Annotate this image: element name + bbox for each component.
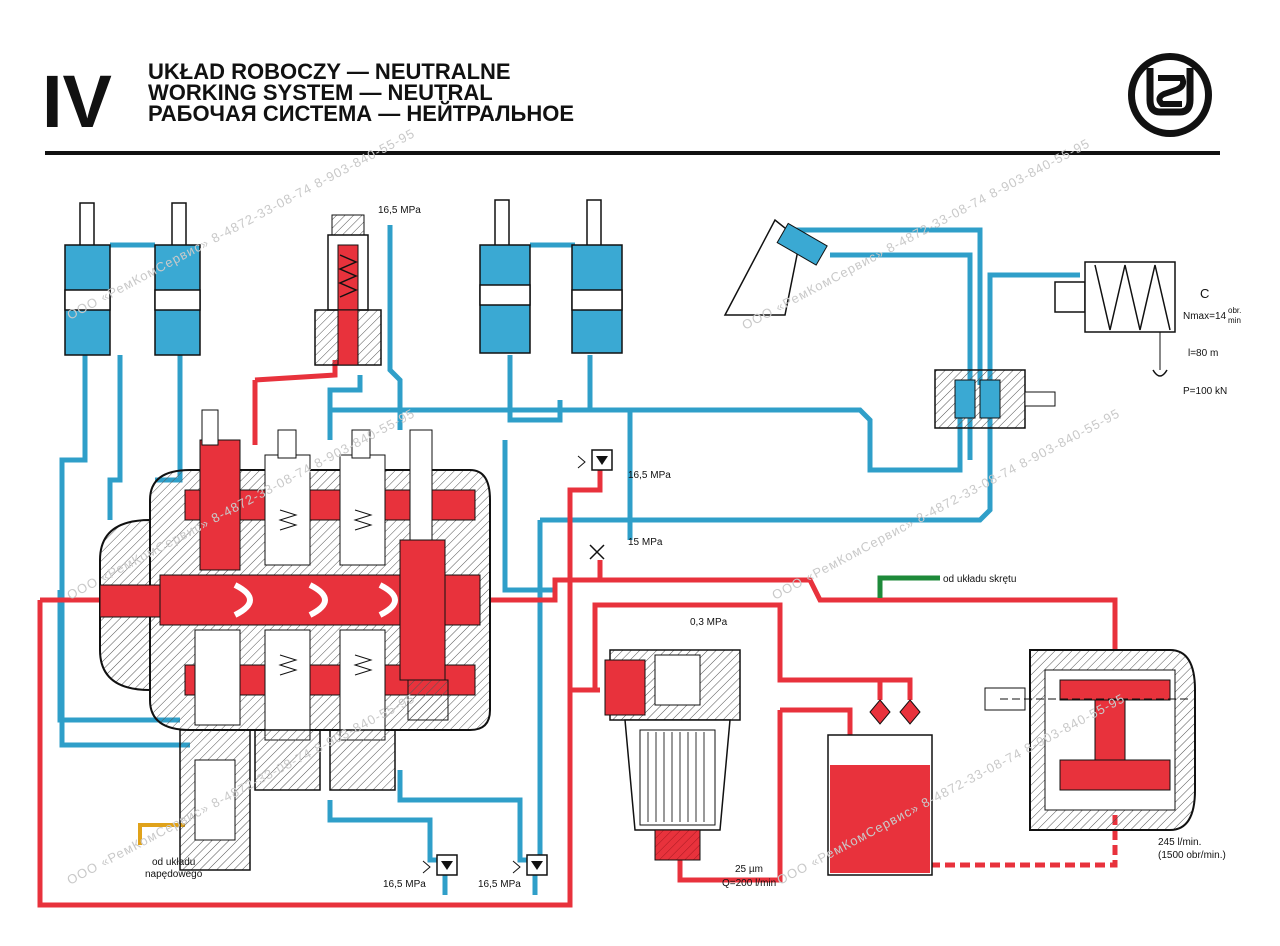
winch-nmax-label: Nmax=14 bbox=[1183, 311, 1227, 322]
drive-supply-line bbox=[138, 823, 185, 845]
winch-length-label: l=80 m bbox=[1188, 348, 1218, 359]
drive-supply-label-1: od układu bbox=[152, 857, 195, 868]
return-lines bbox=[57, 225, 1080, 895]
tank-breather-icon bbox=[869, 699, 921, 725]
drive-supply-label-2: napędowego bbox=[145, 869, 203, 880]
control-valve-block bbox=[99, 409, 491, 741]
oil-tank bbox=[827, 699, 933, 876]
stalowa-wola-logo-icon bbox=[1128, 53, 1212, 137]
relief-cross-label: 15 MPa bbox=[628, 537, 663, 548]
winch-c-label: C bbox=[1200, 286, 1209, 301]
pressure-lines bbox=[37, 360, 1118, 908]
relief-bottom-right-label: 16,5 MPa bbox=[478, 879, 521, 890]
hydraulic-pump: 245 l/min. (1500 obr/min.) bbox=[984, 649, 1226, 861]
winch-drum: C Nmax=14 obr. min l=80 m P=100 kN bbox=[1054, 261, 1241, 397]
title-polish: UKŁAD ROBOCZY — NEUTRALNE bbox=[148, 59, 511, 84]
header: IV UKŁAD ROBOCZY — NEUTRALNE WORKING SYS… bbox=[42, 53, 1220, 155]
steering-supply-line bbox=[877, 575, 940, 598]
filter-mesh-label: 25 µm bbox=[735, 864, 763, 875]
steer-supply-label: od układu skrętu bbox=[943, 574, 1016, 585]
section-numeral: IV bbox=[42, 60, 112, 143]
pump-flow-label-2: (1500 obr/min.) bbox=[1158, 850, 1226, 861]
winch-cylinder bbox=[934, 369, 1056, 429]
bucket-icon bbox=[723, 218, 828, 316]
relief-right-label: 16,5 MPa bbox=[628, 470, 671, 481]
relief-top-label: 16,5 MPa bbox=[378, 205, 421, 216]
cylinder-left-2 bbox=[154, 202, 201, 356]
check-valve-bottom-left: 16,5 MPa bbox=[383, 854, 458, 890]
return-filter: 0,3 MPa 25 µm Q=200 l/min bbox=[604, 617, 776, 889]
relief-bottom-left-label: 16,5 MPa bbox=[383, 879, 426, 890]
pump-flow-label-1: 245 l/min. bbox=[1158, 837, 1201, 848]
title-russian: РАБОЧАЯ СИСТЕМА — НЕЙТРАЛЬНОЕ bbox=[148, 101, 574, 126]
header-rule bbox=[45, 151, 1220, 155]
lower-spool-housings bbox=[179, 729, 396, 871]
filter-flow-label: Q=200 l/min bbox=[722, 878, 776, 889]
check-valve-right: 16,5 MPa bbox=[577, 449, 671, 481]
winch-nmax-unit-bottom: min bbox=[1228, 316, 1241, 325]
winch-force-label: P=100 kN bbox=[1183, 386, 1227, 397]
cylinder-right-1 bbox=[479, 199, 531, 354]
cylinder-right-2 bbox=[571, 199, 623, 354]
winch-nmax-unit-top: obr. bbox=[1228, 306, 1241, 315]
check-valve-bottom-right: 16,5 MPa bbox=[478, 854, 548, 890]
filter-pressure-label: 0,3 MPa bbox=[690, 617, 728, 628]
cylinder-left-1 bbox=[64, 202, 111, 356]
title-english: WORKING SYSTEM — NEUTRAL bbox=[148, 80, 493, 105]
cross-relief-valve: 15 MPa bbox=[589, 537, 663, 560]
relief-valve-top: 16,5 MPa bbox=[314, 205, 421, 366]
